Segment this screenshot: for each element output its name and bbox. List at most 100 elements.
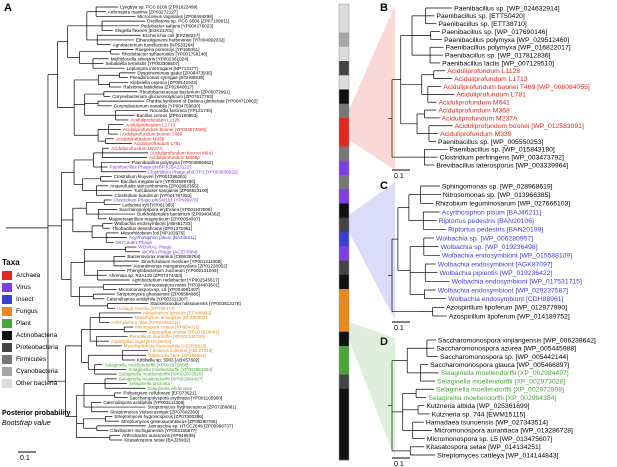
tree-b-leaf-label: Aciduliprofundum M368: [438, 107, 510, 114]
tree-d-leaf-label: Saccharomonospora sp. [WP_005442144]: [440, 354, 568, 361]
tree-a-leaf-label: Thiobacillus denitrificans [ZP01371961]: [112, 226, 192, 231]
tree-b-leaf-label: Paenibacillus sp. [WP_005550253]: [438, 139, 544, 146]
taxon-strip-border: [338, 3, 350, 461]
legend-label: Proteobacteria: [16, 343, 59, 351]
taxon-strip-segment: [339, 46, 349, 62]
tree-a-leaf-label: Streptomyces hygroscopicus [ZP07300396]: [114, 414, 203, 419]
zoom-wedge-c: [349, 182, 395, 320]
tree-b-leaf-label: Aciduliprofundum M641: [439, 100, 511, 107]
legend-label: Virus: [16, 283, 31, 291]
tree-c-leaf-label: Wolbachia endosymbiont [WP_017531715]: [452, 279, 582, 286]
tree-a-leaf-label: Turicibacter sanguinis [ZP06623100]: [134, 188, 209, 193]
tree-b-leaf-label: Aciduliprofundum M339: [440, 131, 512, 138]
tree-a-leaf-label: Clostridium Phage phiCTP1 [YP003856822]: [148, 169, 238, 174]
tree-a-leaf-label: Anaerofustis stercorihominis [ZP02862355…: [110, 183, 198, 188]
tree-a-leaf-label: Myceliophthora thermophila [AEO55926]: [124, 343, 207, 348]
tree-a-leaf-label: Escherichia coli [EFZ58227]: [142, 33, 199, 38]
taxon-strip-segment: [339, 217, 349, 233]
legend-item: Other bacteria: [2, 377, 72, 389]
tree-a-leaf-label: Aciduliprofundum L781: [134, 141, 181, 146]
legend-label: Fungus: [16, 307, 38, 315]
scale-bar-a-label: 0.1: [20, 455, 30, 462]
tree-a-leaf-label: Agrobacterium tumefaciens [NP533264]: [113, 42, 194, 47]
scale-bar-c-label: 0.1: [394, 325, 404, 332]
taxon-strip-segment: [339, 388, 349, 404]
tree-a-leaf-label: Aciduliprofundum L1128: [130, 118, 180, 123]
tree-a-leaf-label: Sinorhizobium medicae [YP001311006]: [141, 259, 221, 264]
taxon-strip-segment: [339, 146, 349, 162]
legend-swatch: [2, 294, 12, 304]
legend-label: Other bacteria: [16, 379, 58, 387]
tree-a-leaf-label: Selaginella moellendorffii [XP002984384]: [128, 367, 212, 372]
taxon-strip-segment: [339, 303, 349, 318]
taxon-strip-segment: [339, 417, 349, 432]
tree-b-leaf-label: Aciduliprofundum L781: [456, 92, 526, 99]
taxon-strip-segment: [339, 232, 349, 247]
tree-b-leaf-label: Aciduliprofundum L1713: [454, 76, 528, 83]
tree-b-leaf-label: Aciduliprofundum boonei [WP_012583091]: [455, 123, 584, 130]
taxon-strip-segment: [339, 175, 349, 190]
tree-b-leaf-label: Paenibacillus sp. [WP_024632914]: [454, 5, 560, 12]
tree-d-leaf-label: Kutzneria albida [WP_025361699]: [426, 403, 529, 410]
tree-a-leaf-label: Wolbachia endosymbiont [ABH81733]: [114, 221, 191, 226]
tree-b-leaf-label: Aciduliprofundum boonei T469 [WP_0080840…: [443, 84, 590, 91]
tree-b-leaf-label: Aciduliprofundum L1128: [447, 68, 520, 75]
tree-a-leaf-label: Selaginella moellendorffii [XP002973028]: [119, 372, 203, 377]
tree-a-leaf-label: Kribbella sp. 5003 [ABX57602]: [137, 358, 200, 363]
legend-label: Firmicutes: [16, 355, 46, 363]
tree-c-leaf-label: Wolbachia sp. [WP_019236498]: [441, 244, 538, 251]
legend-swatch: [2, 306, 12, 316]
tree-a-leaf-label: Aciduliprofundum boonei M641: [150, 151, 214, 156]
taxon-strip-segment: [339, 189, 349, 204]
tree-d-leaf-label: Saccharomonospora azurea [WP_005445988]: [436, 346, 576, 353]
tree-d-leaf-label: Saccharomonospora glauca [WP_005466897]: [430, 362, 569, 369]
tree-a-leaf-label: Aciduliprofundum boonei [YP004874596]: [123, 127, 207, 132]
tree-a-leaf-label: Kitasatospora setae [BAJ26932]: [124, 438, 190, 443]
tree-a-leaf-label: Clostridium botulinum [YP001787252]: [114, 193, 191, 198]
tree-a-leaf-label: Paenibacillus Phage phiBP [CBA13122]: [110, 165, 191, 170]
taxon-strip-segment: [339, 445, 349, 461]
legend-title: Taxa: [2, 258, 20, 267]
tree-d-leaf-label: Selaginella moellendorffii [XP_002984384…: [428, 395, 556, 402]
legend-label: Archaea: [16, 271, 41, 279]
tree-c-leaf-label: Azospirillum lipoferum [WP_012977990]: [446, 305, 567, 312]
tree-a-leaf-label: Aciduliprofundum M368p: [149, 155, 200, 160]
tree-a-leaf-label: Aciduliprofundum M339: [116, 136, 165, 141]
tree-a-leaf-label: Streptomyces violaceusniger [ZP07602350]: [110, 409, 199, 414]
zoom-wedge-d: [349, 322, 395, 458]
legend-swatch: [2, 366, 12, 376]
tree-a-leaf-label: Corynebacterium variabile [YP004759830]: [114, 103, 200, 108]
scale-bar-d-label: 0.1: [394, 461, 404, 467]
tree-a-leaf-label: Oscillatoria sp. PCC 6506 [ZP07109811]: [147, 19, 229, 24]
tree-a-leaf-label: Rhodobacteraceae bacterium [ZP05072991]: [139, 89, 229, 94]
tree-a-leaf-label: Penicillium marneffei [XP002145760]: [129, 334, 204, 339]
tree-d-leaf-label: Micromonospora aurantiaca [WP_013286728]: [434, 428, 573, 435]
tree-a-leaf-label: Bacillus cereus [ZP04180853]: [137, 113, 198, 118]
tree-a-leaf-label: Streptomyces griseoaurantiacus [ZP082907…: [121, 419, 217, 424]
tree-a-leaf-label: Methylocella silvestris [YP002361024]: [111, 56, 188, 61]
legend-item: Firmicutes: [2, 353, 72, 365]
tree-a-leaf-label: Arthrobacter aurescens [YP949539]: [122, 433, 195, 438]
legend-swatch: [2, 270, 12, 280]
tree-c-leaf-label: Riptortus pedestris [BAN20199]: [448, 227, 543, 234]
tree-a-leaf-label: Burkholderiales bacterium [ZP09404382]: [137, 212, 220, 217]
tree-a-leaf-label: Saccharopolyspora erythraea [YP001105960…: [130, 395, 223, 400]
tree-a-leaf-label: Magnetospirillum magneticum [ZP00054097]: [109, 216, 200, 221]
tree-a-leaf-label: Catenulispora acidiphila [YP003111306]: [103, 400, 184, 405]
tree-d-leaf-label: Selaginella moellendorffii [XP_002973028…: [437, 378, 565, 385]
tree-a-leaf-label: Corynebacterium glucuronolyticum [ZP0761…: [112, 94, 213, 99]
tree-a-leaf-label: Selaginella uncinata: [129, 381, 171, 386]
bootstrap-value-label: Bootstrap value: [2, 420, 51, 427]
tree-a-leaf-label: Clostridium Phage phiSM101 [YP699978]: [113, 198, 198, 203]
tree-d-leaf-label: Micromonospora sp. L5 [WP_013475607]: [427, 436, 553, 443]
panel-b-letter: B: [380, 2, 388, 14]
tree-b-leaf-label: Brevibacillus laterosporus [WP_003339964…: [436, 162, 568, 169]
tree-a-leaf-label: Polyangium cellulosum [EFS73621]: [123, 391, 196, 396]
tree-d-leaf-label: Kutzneria sp. 744 [EWM15115]: [432, 411, 526, 418]
legend-label: Cyanobacteria: [16, 367, 58, 375]
tree-d-leaf-label: Streptomyces cattleya [WP_014144843]: [437, 452, 558, 459]
tree-c-leaf-label: Wolbachia sp. [WP_006280957]: [436, 235, 533, 242]
tree-a-leaf-label: Micromonospora sp. L5 [YP004081407]: [119, 287, 200, 292]
taxon-strip-segment: [339, 289, 349, 304]
